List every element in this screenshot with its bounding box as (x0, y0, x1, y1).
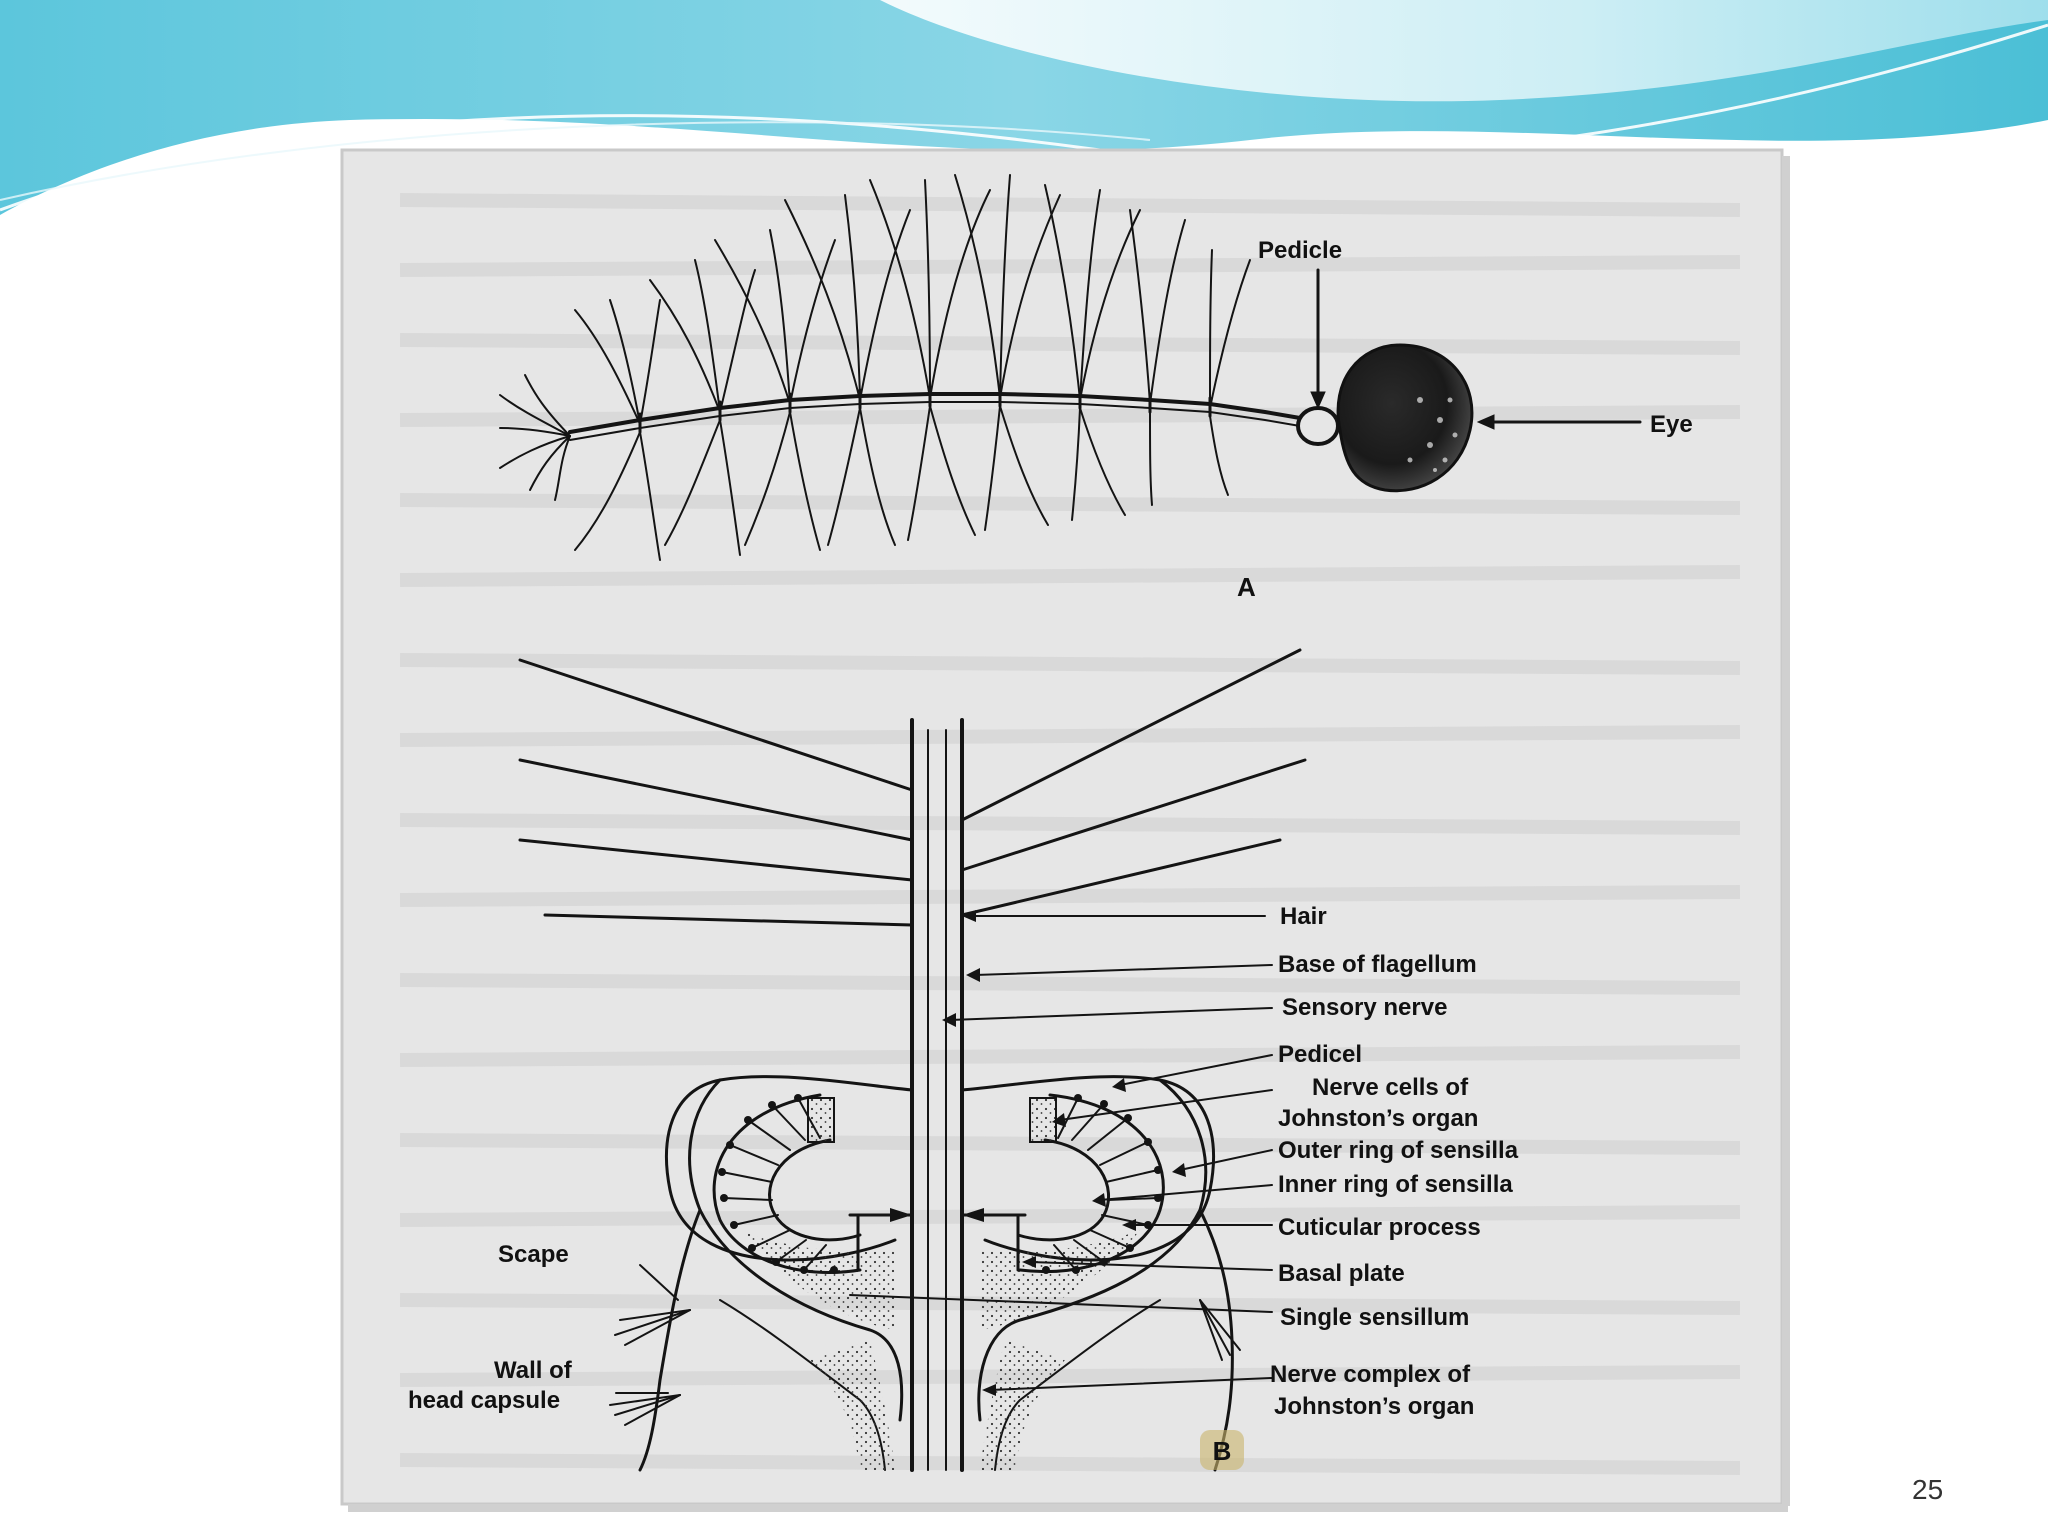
panel-a-letter: A (1237, 572, 1256, 602)
scape-tuft-left (609, 1309, 691, 1426)
label-wall-line2: head capsule (408, 1387, 560, 1414)
label-outer-ring: Outer ring of sensilla (1278, 1137, 1519, 1164)
page-number: 25 (1912, 1474, 1944, 1505)
nerve-cells-left (807, 1097, 835, 1143)
sensilla-left (721, 1097, 827, 1271)
label-hair: Hair (1280, 903, 1327, 930)
label-nerve-cells-line2: Johnston’s organ (1278, 1105, 1478, 1132)
flagellum-hairs (518, 648, 1307, 927)
label-base-of-flagellum: Base of flagellum (1278, 951, 1477, 978)
hair-whorls-lower (574, 405, 1229, 561)
label-cuticular-process: Cuticular process (1278, 1214, 1481, 1241)
panel-a-antenna (499, 174, 1642, 561)
eye-shape (1336, 343, 1474, 493)
label-nerve-cells-line1: Nerve cells of (1312, 1074, 1469, 1101)
label-pedicle: Pedicle (1258, 237, 1342, 264)
label-sensory-nerve: Sensory nerve (1282, 994, 1447, 1021)
panel-b-letter: B (1213, 1436, 1232, 1466)
flagellum-shaft (568, 392, 1302, 434)
label-basal-plate: Basal plate (1278, 1260, 1405, 1287)
panel-b-badge: B (1200, 1430, 1244, 1470)
header-wave (0, 0, 2048, 215)
outer-ring-right (1018, 1093, 1165, 1274)
leader-lines (615, 915, 1273, 1394)
sensilla-right (1053, 1097, 1159, 1271)
label-single-sensillum: Single sensillum (1280, 1304, 1469, 1331)
label-wall-line1: Wall of (494, 1357, 573, 1384)
label-inner-ring: Inner ring of sensilla (1278, 1171, 1513, 1198)
panel-b-section (518, 648, 1307, 1472)
hair-whorls-upper (574, 174, 1251, 425)
label-eye: Eye (1650, 411, 1693, 438)
nerve-cells-right (1029, 1097, 1057, 1143)
bleed-through-texture (399, 193, 1741, 1475)
label-nerve-complex-line2: Johnston’s organ (1274, 1393, 1474, 1420)
label-nerve-complex-line1: Nerve complex of (1270, 1361, 1471, 1388)
antenna-tip-whorl (499, 374, 571, 501)
label-pedicel: Pedicel (1278, 1041, 1362, 1068)
label-scape: Scape (498, 1241, 569, 1268)
pedicle-bulb (1296, 406, 1340, 446)
